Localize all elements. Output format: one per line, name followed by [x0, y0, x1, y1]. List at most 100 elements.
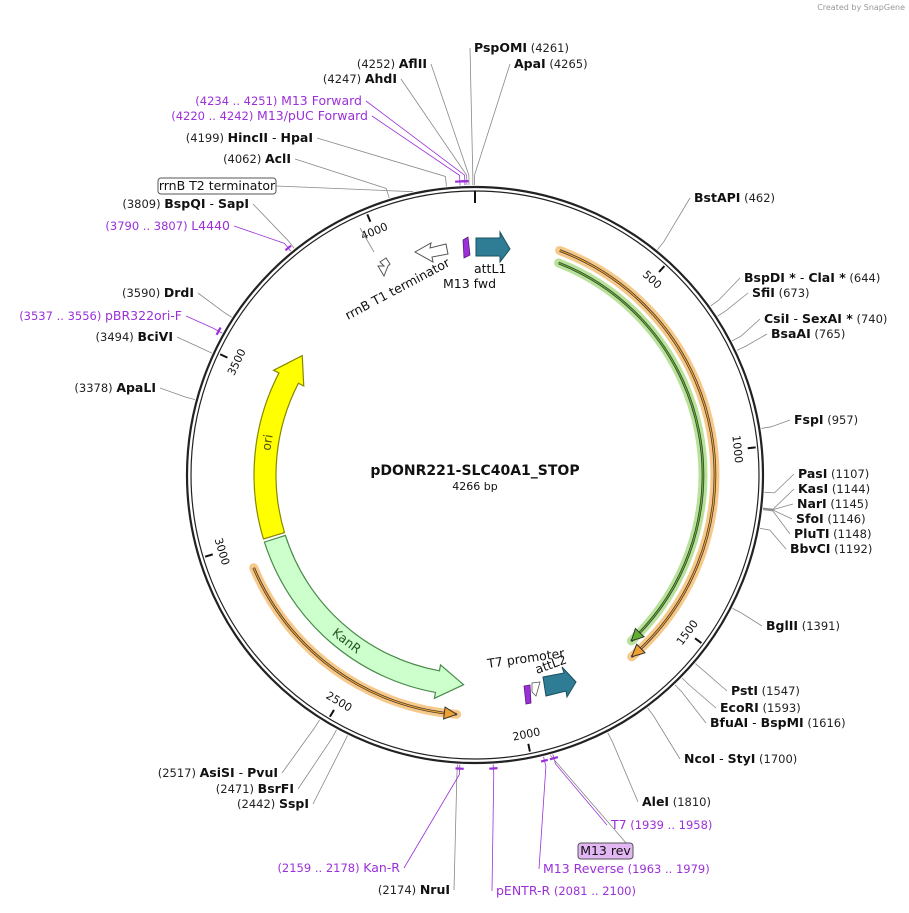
m13-reverse-part-0: M13 Reverse: [543, 861, 624, 876]
t7-label[interactable]: T7 (1939 .. 1958): [610, 817, 712, 832]
nrui-part-1: NruI: [420, 882, 450, 897]
feature-orange-cds[interactable]: [559, 249, 716, 658]
tick-500: [658, 265, 666, 273]
fspi-part-0: FspI: [794, 412, 824, 427]
apai-part-1: (4265): [546, 57, 588, 71]
attl1-label: attL1: [474, 261, 506, 276]
sfii-label[interactable]: SfiI (673): [752, 285, 810, 300]
sfoi-part-1: (1146): [824, 512, 866, 526]
l4440-mark[interactable]: [284, 244, 292, 252]
fspi-label[interactable]: FspI (957): [794, 412, 858, 427]
ecori-label[interactable]: EcoRI (1593): [720, 700, 801, 715]
tick-1500: [694, 637, 703, 644]
drdi-label[interactable]: (3590) DrdI: [122, 285, 194, 300]
m13-reverse-mark[interactable]: [540, 758, 549, 763]
sfoi-label[interactable]: SfoI (1146): [796, 511, 866, 526]
bspdi-clai-label[interactable]: BspDI * - ClaI * (644): [744, 270, 880, 285]
bspqi-sapi-label[interactable]: (3809) BspQI - SapI: [122, 196, 249, 211]
psti-label[interactable]: PstI (1547): [731, 683, 800, 698]
pluti-label[interactable]: PluTI (1148): [794, 526, 871, 541]
acli-part-1: AclI: [265, 151, 291, 166]
feature-ori-label: ori: [258, 433, 275, 451]
bspdi-clai-part-0: BspDI *: [744, 270, 796, 285]
sspi-part-0: (2442): [237, 797, 279, 811]
kasi-label[interactable]: KasI (1144): [798, 481, 870, 496]
plasmid-size: 4266 bp: [452, 480, 497, 493]
asisi-pvui-part-3: PvuI: [247, 765, 278, 780]
m13-forward-label[interactable]: (4234 .. 4251) M13 Forward: [195, 93, 362, 108]
psti-part-1: (1547): [758, 684, 800, 698]
pbr322ori-f-leader: [185, 315, 223, 334]
l4440-part-0: (3790 .. 3807): [105, 219, 191, 233]
bsaai-label[interactable]: BsaAI (765): [771, 326, 845, 341]
bstapi-label[interactable]: BstAPI (462): [694, 190, 775, 205]
bcivi-label[interactable]: (3494) BciVI: [96, 329, 173, 344]
ahdi-part-1: AhdI: [365, 71, 397, 86]
ahdi-label[interactable]: (4247) AhdI: [323, 71, 397, 86]
bfuai-bspmi-leader: [674, 684, 707, 724]
hincii-hpai-part-3: HpaI: [281, 130, 314, 145]
pentr-r-mark[interactable]: [489, 767, 498, 770]
m13-forward-leader: [365, 100, 466, 186]
m13-puc-forward-label[interactable]: (4220 .. 4242) M13/pUC Forward: [171, 108, 368, 123]
nrui-label[interactable]: (2174) NruI: [378, 882, 450, 897]
fspi-leader: [761, 419, 791, 429]
attl1-arrow[interactable]: [475, 230, 511, 264]
rrnb-t2-terminator-arrow[interactable]: [377, 257, 391, 278]
pasi-label[interactable]: PasI (1107): [798, 466, 869, 481]
m13-fwd-label: M13 fwd: [443, 276, 496, 291]
feature-green-cds[interactable]: [558, 262, 704, 642]
apali-label[interactable]: (3378) ApaLI: [74, 380, 156, 395]
bsrfi-label[interactable]: (2471) BsrFI: [216, 781, 294, 796]
feature-orange-kan[interactable]: [253, 567, 457, 715]
primer-mark-layer: [215, 180, 559, 770]
m13-rev-box[interactable]: [577, 842, 634, 860]
csii-sexai-label[interactable]: CsiI - SexAI * (740): [764, 311, 887, 326]
asisi-pvui-label[interactable]: (2517) AsiSI - PvuI: [158, 765, 278, 780]
aflii-label[interactable]: (4252) AflII: [357, 56, 427, 71]
bspqi-sapi-leader: [252, 203, 295, 249]
m13-reverse-leader: [538, 756, 547, 870]
feature-ori[interactable]: [253, 354, 305, 540]
tick-label-1000: 1000: [729, 435, 745, 464]
bfuai-bspmi-part-0: BfuAI: [710, 715, 748, 730]
pspomi-label[interactable]: PspOMI (4261): [474, 40, 569, 55]
ncoi-styi-label[interactable]: NcoI - StyI (1700): [684, 751, 797, 766]
ncoi-styi-leader: [647, 707, 681, 760]
bfuai-bspmi-part-2: BspMI: [761, 715, 804, 730]
pasi-part-0: PasI: [798, 466, 827, 481]
pbr322ori-f-mark[interactable]: [215, 327, 222, 336]
kan-r-label[interactable]: (2159 .. 2178) Kan-R: [277, 860, 400, 875]
attl2-arrow[interactable]: [542, 666, 577, 699]
pbr322ori-f-label[interactable]: (3537 .. 3556) pBR322ori-F: [19, 308, 182, 323]
acli-label[interactable]: (4062) AclI: [223, 151, 291, 166]
bbvci-label[interactable]: BbvCI (1192): [790, 541, 872, 556]
alei-label[interactable]: AleI (1810): [642, 794, 711, 809]
t7-promoter-mark[interactable]: [531, 681, 541, 697]
m13-fwd-mark[interactable]: [462, 236, 471, 259]
feature-kanr[interactable]: [263, 534, 465, 700]
l4440-label[interactable]: (3790 .. 3807) L4440: [105, 218, 230, 233]
m13-reverse-label[interactable]: M13 Reverse (1963 .. 1979): [543, 861, 710, 876]
nari-label[interactable]: NarI (1145): [797, 496, 869, 511]
hincii-hpai-label[interactable]: (4199) HincII - HpaI: [186, 130, 313, 145]
bglii-label[interactable]: BglII (1391): [766, 618, 840, 633]
pasi-part-1: (1107): [827, 467, 869, 481]
t7-mark[interactable]: [549, 756, 559, 761]
feature-orange-kan-head: [442, 706, 458, 720]
fspi-part-1: (957): [824, 413, 859, 427]
rrnb-t1-terminator-arrow[interactable]: [413, 242, 449, 263]
apai-label[interactable]: ApaI (4265): [514, 56, 588, 71]
sspi-label[interactable]: (2442) SspI: [237, 796, 309, 811]
bfuai-bspmi-label[interactable]: BfuAI - BspMI (1616): [710, 715, 846, 730]
m13-rev-mark[interactable]: [523, 684, 532, 705]
pluti-part-0: PluTI: [794, 526, 830, 541]
bsaai-leader: [736, 333, 768, 351]
alei-leader: [607, 732, 639, 803]
csii-sexai-part-1: -: [790, 311, 802, 326]
rrnb-t2-terminator-box[interactable]: [157, 177, 277, 195]
pentr-r-label[interactable]: pENTR-R (2081 .. 2100): [496, 883, 636, 898]
m13-puc-forward-mark[interactable]: [455, 180, 465, 183]
